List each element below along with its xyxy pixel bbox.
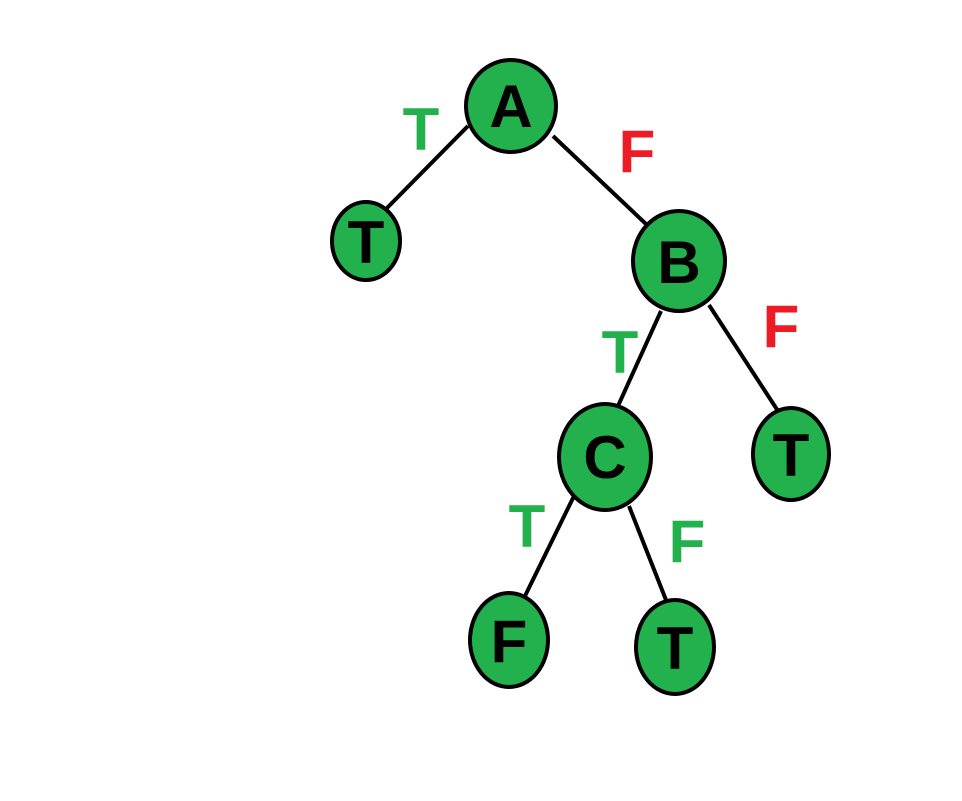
node-t-bottom: T [634,598,716,696]
node-a-label: A [489,73,532,140]
edge-c-f [522,495,576,599]
edge-b-c [616,310,663,407]
edge-label-a-t1: T [403,96,440,163]
edge-label-b-c: T [602,319,639,386]
node-t-left-label: T [348,209,385,276]
edge-c-t3 [627,505,668,601]
node-f-label: F [491,608,528,675]
node-c: C [557,402,653,512]
edge-label-a-b: F [619,118,656,185]
node-b-label: B [657,229,700,296]
edge-a-t1 [385,124,470,210]
node-b: B [631,209,727,313]
node-t-right: T [751,406,831,502]
node-a: A [464,58,558,154]
node-c-label: C [583,424,626,491]
edges [385,124,780,601]
node-f: F [468,591,550,689]
node-t-bottom-label: T [657,615,694,682]
edge-label-b-t2: F [763,293,800,360]
edge-a-b [551,134,648,226]
edge-b-t2 [707,303,780,413]
node-t-right-label: T [773,422,810,489]
edge-label-c-f: T [509,493,546,560]
node-t-left: T [330,200,402,282]
edge-label-c-t3: F [669,508,706,575]
